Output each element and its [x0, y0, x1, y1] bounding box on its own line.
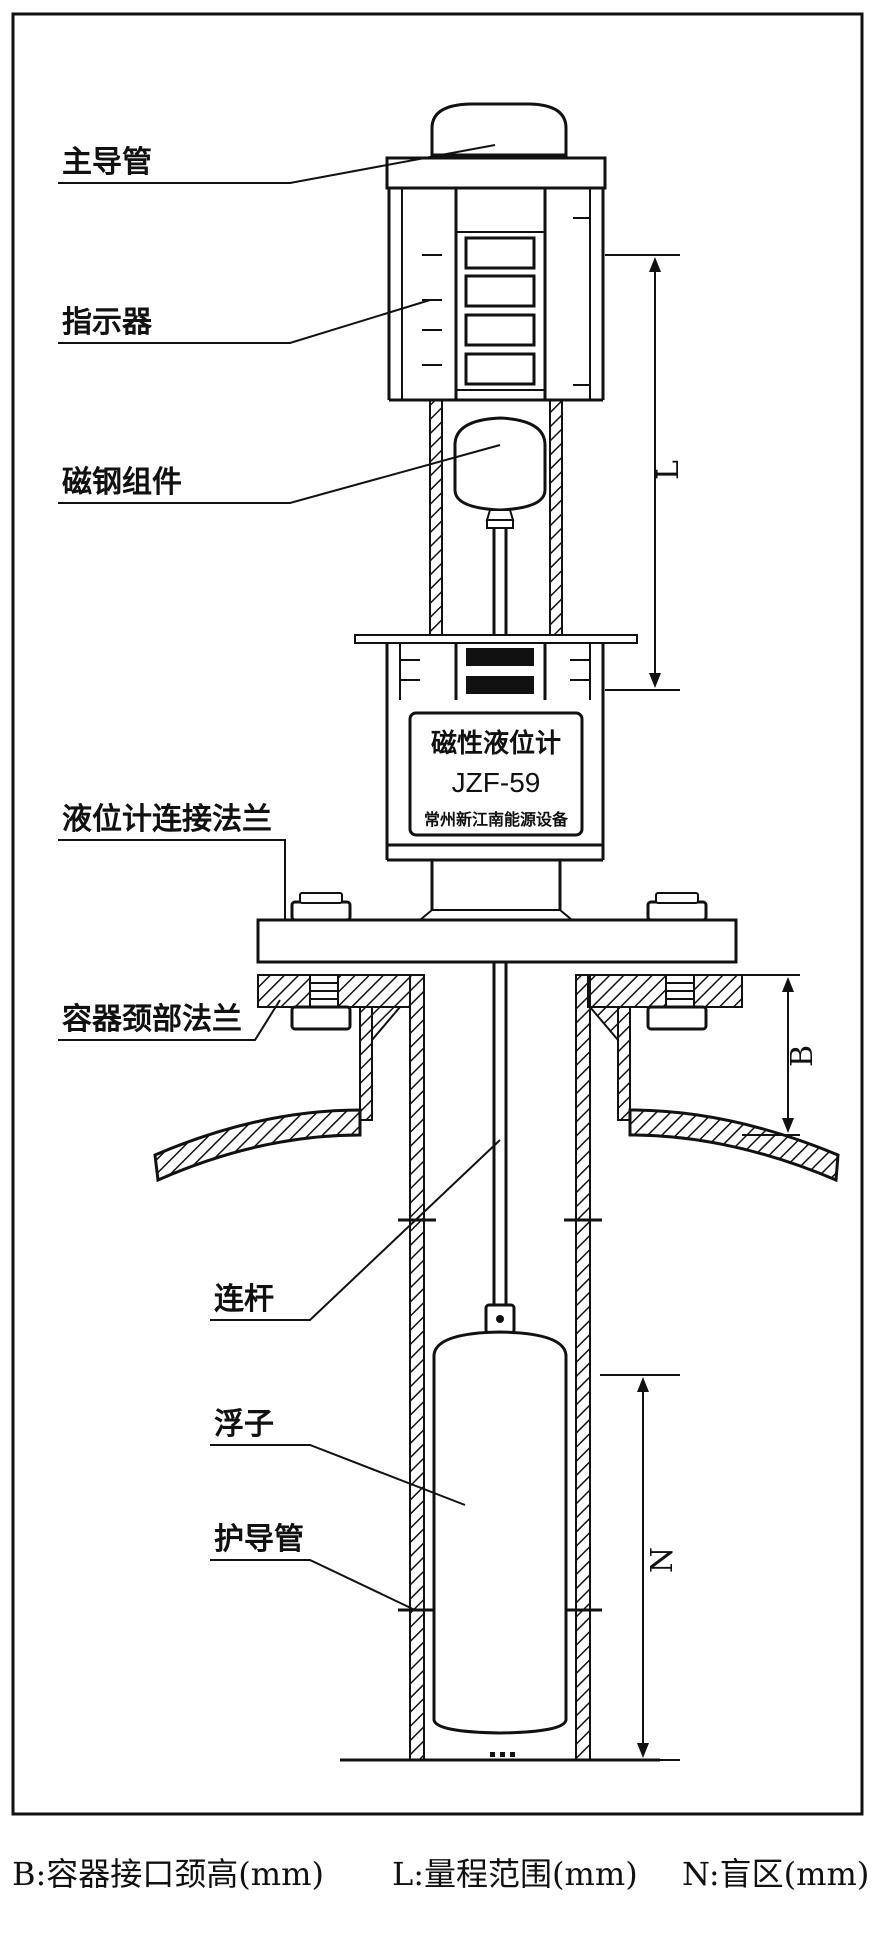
label-float: 浮子 — [214, 1407, 274, 1442]
vessel-wall — [153, 1108, 840, 1183]
dimension-B — [742, 974, 800, 1136]
label-magnet-assembly: 磁钢组件 — [62, 465, 182, 500]
nameplate-model: JZF-59 — [452, 767, 541, 798]
label-indicator: 指示器 — [62, 305, 153, 340]
legend-N: N:盲区(mm) — [682, 1855, 869, 1893]
main-guide-tube — [429, 399, 563, 636]
nameplate-maker: 常州新江南能源设备 — [424, 810, 569, 829]
lower-head-housing — [385, 643, 605, 862]
nameplate — [408, 711, 584, 837]
flange-bolts — [290, 892, 708, 1031]
nameplate-title: 磁性液位计 — [431, 728, 561, 759]
vessel-neck-flange — [257, 974, 743, 1008]
stem — [417, 860, 575, 921]
leader-lines — [58, 144, 501, 1611]
guard-tube — [340, 974, 660, 1762]
label-guard-tube: 护导管 — [214, 1522, 304, 1557]
indicator-housing — [387, 188, 605, 402]
label-connecting-rod: 连杆 — [214, 1282, 274, 1317]
legend-L: L:量程范围(mm) — [392, 1855, 638, 1893]
dimension-L — [605, 254, 680, 691]
dimension-N-label: N — [645, 1547, 680, 1573]
upper-rod — [492, 528, 508, 635]
lower-head-top-bar — [354, 634, 638, 644]
connecting-rod — [484, 962, 516, 1335]
legend-B: B:容器接口颈高(mm) — [12, 1855, 324, 1893]
label-vessel-neck-flange: 容器颈部法兰 — [62, 1002, 242, 1037]
gauge-connection-flange — [256, 918, 738, 964]
indicator-flaps — [456, 231, 545, 391]
label-gauge-flange: 液位计连接法兰 — [62, 802, 272, 837]
dimension-L-label: L — [651, 460, 686, 480]
dimension-N — [600, 1374, 680, 1761]
switch-blocks — [466, 648, 534, 694]
magnet-assembly — [453, 416, 547, 529]
figure-frame — [11, 12, 864, 1816]
dimension-B-label: B — [785, 1045, 820, 1067]
label-main-tube: 主导管 — [62, 145, 152, 180]
float — [432, 1330, 568, 1735]
top-cap — [430, 102, 568, 157]
indicator-top-plate — [385, 156, 607, 190]
